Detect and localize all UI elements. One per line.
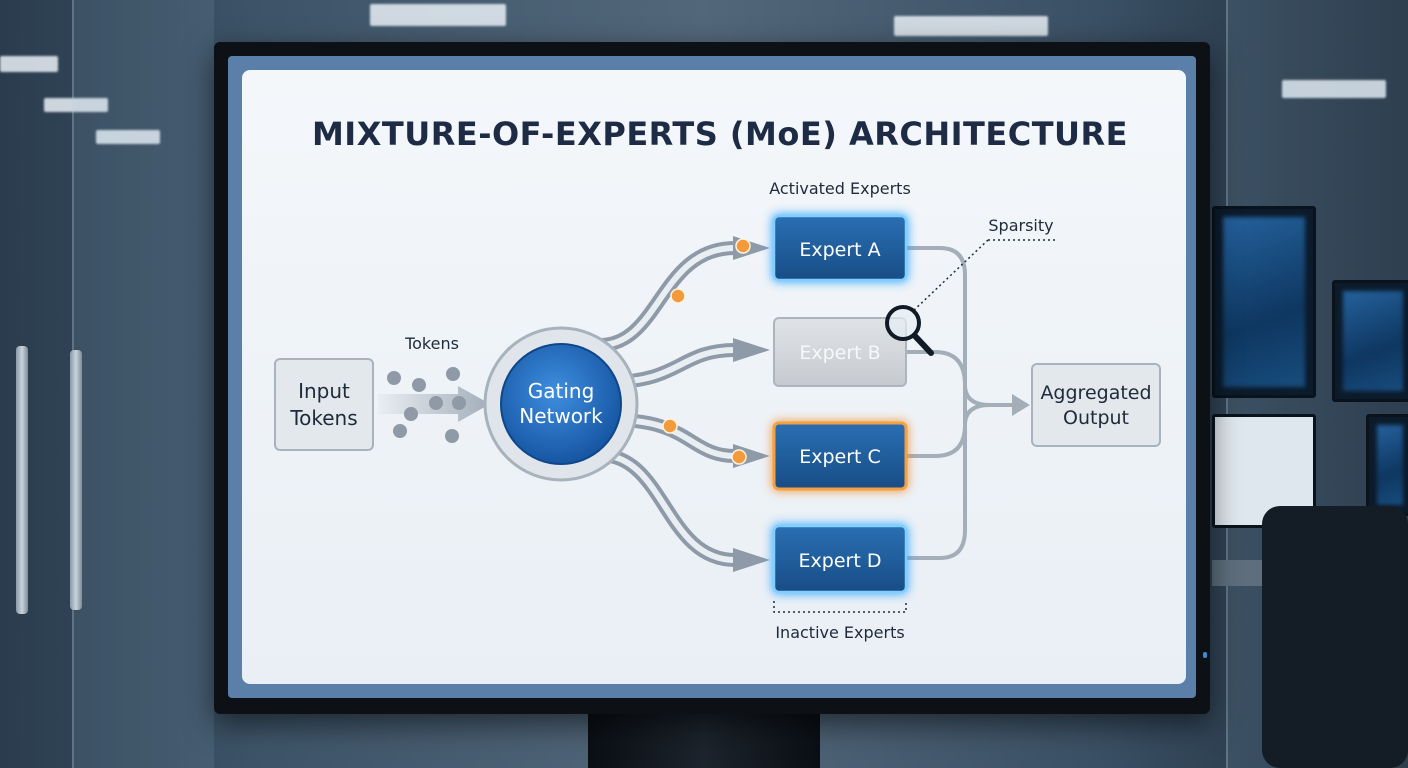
expert-a-node: Expert A [772,214,908,282]
token-dot [445,429,459,443]
ceiling-light [44,98,108,112]
ceiling-light [370,4,506,26]
inactive-experts-bracket: Inactive Experts [773,601,907,642]
magnifier-icon [885,305,934,356]
door-handle [70,350,82,610]
gating-label-line2: Network [519,404,603,428]
token-dot [387,371,401,385]
expert-c-node: Expert C [772,421,908,491]
input-tokens-node: Input Tokens [274,358,374,451]
arrowhead [733,338,770,362]
token-dots [387,367,466,443]
gating-label-line1: Gating [528,379,595,403]
expert-d-node: Expert D [772,524,908,594]
arrowhead [733,548,770,572]
input-label-line1: Input [298,379,350,403]
routing-dots [662,238,751,465]
aggregated-output-node: Aggregated Output [1031,363,1161,447]
ceiling-light [894,16,1048,36]
diagram-title: MIXTURE-OF-EXPERTS (MoE) ARCHITECTURE [312,115,1128,153]
routing-dot [670,288,686,304]
output-label-line1: Aggregated [1040,382,1151,404]
routing-dot [731,449,747,465]
token-dot [412,378,426,392]
inactive-experts-label: Inactive Experts [775,623,904,642]
background-chair [1262,506,1408,768]
output-label-line2: Output [1063,407,1129,429]
sparsity-annotation: Sparsity [911,216,1056,313]
expert-d-label: Expert D [799,550,882,572]
token-dot [452,396,466,410]
background-monitor [1212,206,1316,398]
output-connectors [906,246,1014,560]
sparsity-label: Sparsity [988,216,1053,235]
routing-dot [662,418,678,434]
ceiling-light [1282,80,1386,98]
activated-experts-label: Activated Experts [769,179,911,198]
ceiling-light [96,130,160,144]
expert-b-node: Expert B [773,317,907,387]
routing-arrowheads [733,236,770,572]
token-dot [393,424,407,438]
input-label-line2: Tokens [289,406,357,430]
token-dot [404,407,418,421]
tokens-label: Tokens [404,334,459,353]
door-handle [16,346,28,614]
output-arrowhead [1012,394,1030,416]
expert-b-label: Expert B [799,342,880,364]
routing-dot [735,238,751,254]
expert-c-label: Expert C [799,446,881,468]
power-indicator [1203,652,1207,658]
glass-wall [72,0,214,768]
expert-a-label: Expert A [799,239,880,261]
ceiling-light [0,56,58,72]
token-dot [429,396,443,410]
background-monitor [1332,280,1408,402]
gating-network-node: Gating Network [483,326,639,482]
token-dot [446,367,460,381]
